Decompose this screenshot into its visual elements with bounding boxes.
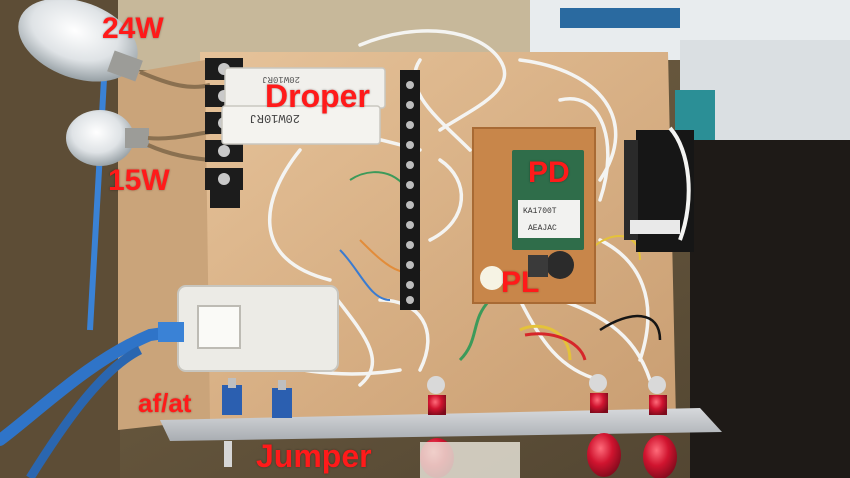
yellow-wire bbox=[519, 324, 572, 361]
wooden-board-side bbox=[118, 60, 210, 430]
bulb-24w bbox=[18, 0, 211, 89]
green-twisted-wire bbox=[458, 298, 492, 362]
black-wire bbox=[599, 314, 662, 341]
dark-area-right bbox=[690, 140, 850, 478]
paper-below bbox=[420, 442, 520, 478]
rj45-plug bbox=[158, 322, 184, 342]
inductor bbox=[546, 251, 574, 279]
led-glow bbox=[480, 266, 504, 290]
toggle-switch-afat bbox=[222, 378, 242, 467]
binding-post-2 bbox=[587, 374, 621, 477]
binding-post-3 bbox=[643, 376, 677, 478]
module-text-2: AEAJAC bbox=[528, 224, 557, 233]
blue-object bbox=[560, 8, 680, 28]
label-15w: 15W bbox=[108, 164, 170, 197]
terminal-strip bbox=[400, 70, 420, 310]
ethernet-cable-2 bbox=[26, 345, 143, 478]
red-wire bbox=[524, 332, 587, 361]
capacitor bbox=[528, 255, 548, 277]
module-sticker bbox=[518, 200, 580, 238]
resistor-2: 20W10RJ bbox=[221, 105, 381, 145]
label-af-at: af/at bbox=[138, 388, 192, 418]
label-droper: Droper bbox=[265, 78, 370, 114]
label-24w: 24W bbox=[102, 12, 164, 45]
rj-junction-box bbox=[158, 285, 339, 372]
ethernet-cable bbox=[0, 324, 191, 446]
label-pd: PD bbox=[528, 156, 570, 189]
toggle-switch-jumper bbox=[272, 380, 292, 418]
blue-wire-left bbox=[87, 59, 108, 331]
resistor-1-marking: 20W10RJ bbox=[262, 74, 300, 84]
bulb-15w bbox=[66, 110, 211, 166]
aluminum-panel bbox=[160, 408, 722, 441]
module-text-1: KA1700T bbox=[523, 207, 557, 216]
label-jumper: Jumper bbox=[256, 438, 372, 474]
right-connector-box bbox=[624, 126, 694, 252]
blue-thin-wire bbox=[339, 249, 391, 301]
resistor-2-marking: 20W10RJ bbox=[250, 111, 300, 125]
resistor-1: 20W10RJ bbox=[224, 67, 386, 109]
label-pl: PL bbox=[501, 266, 540, 299]
perfboard: KA1700T AEAJAC bbox=[472, 127, 596, 304]
